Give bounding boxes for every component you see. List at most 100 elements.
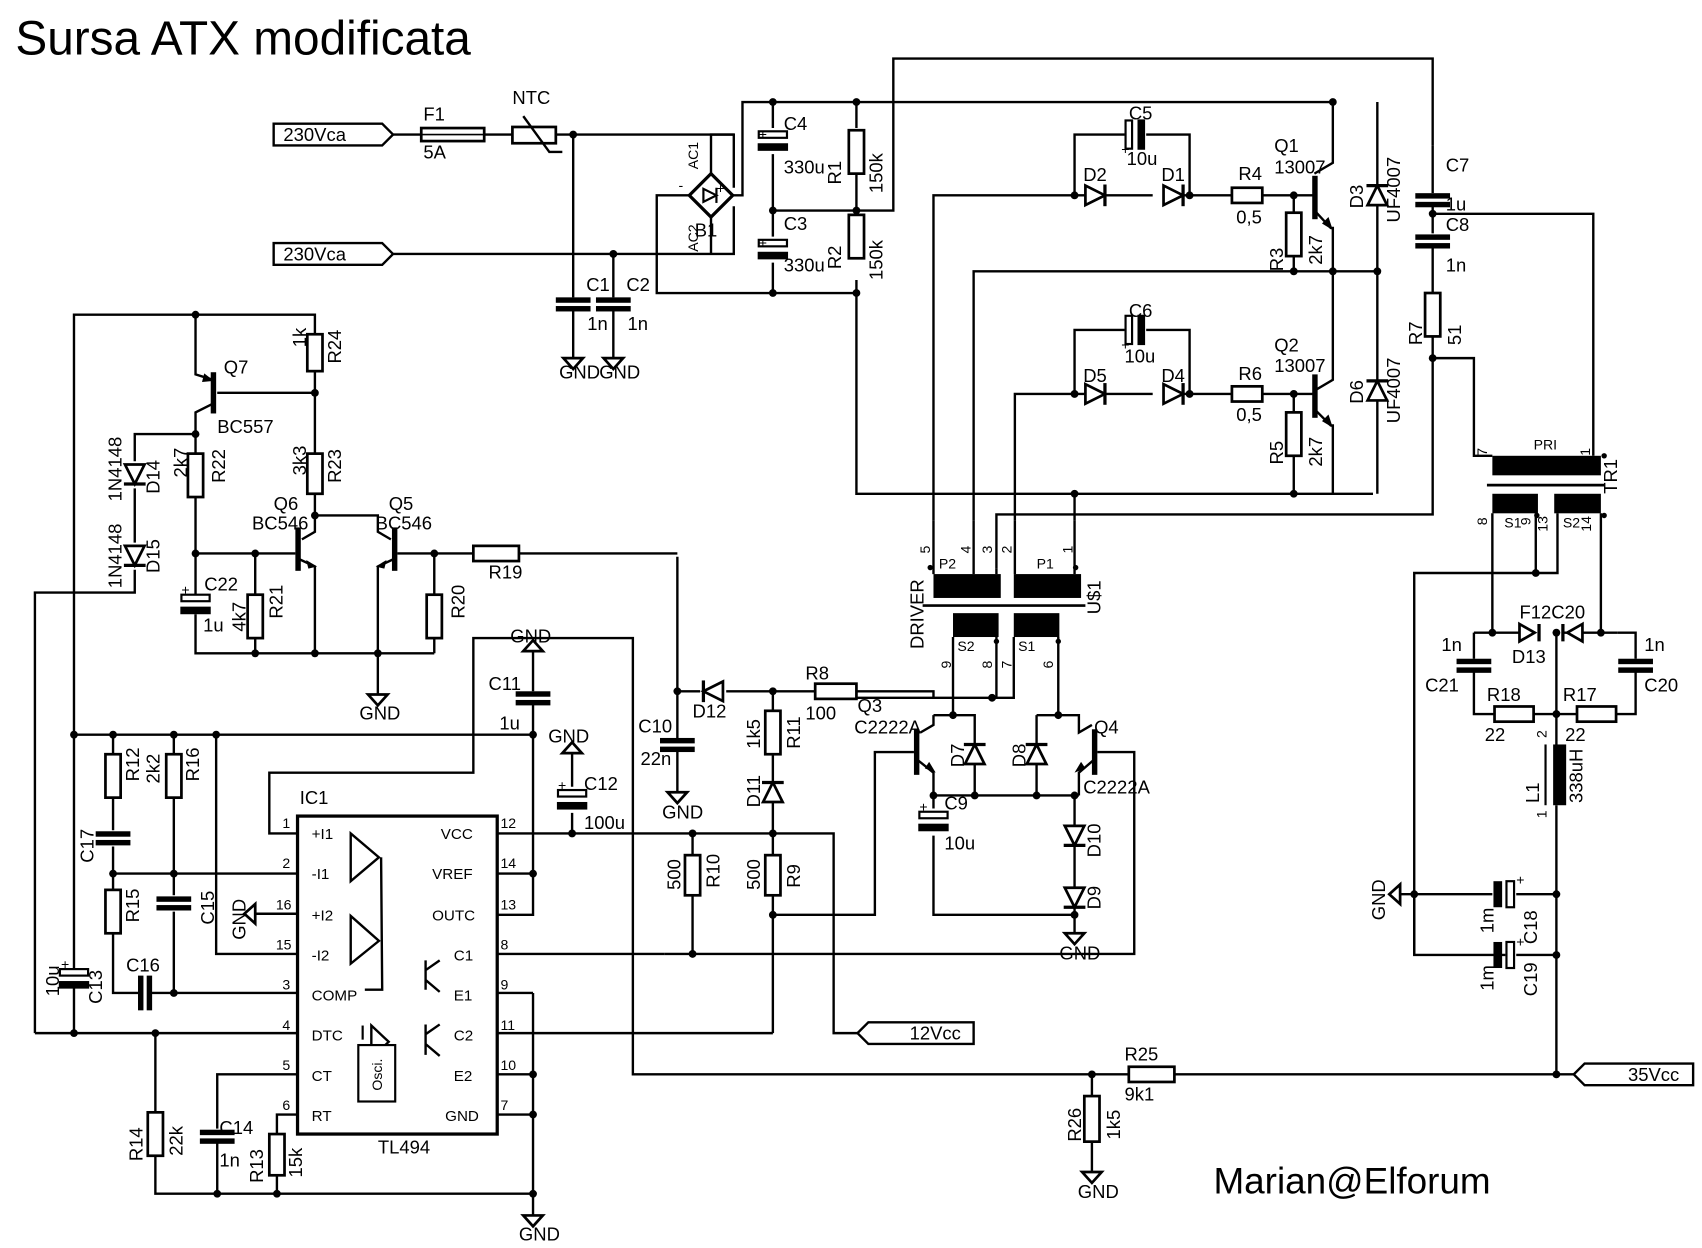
diode-d1: D1: [1161, 164, 1185, 208]
component-label: D8: [1009, 744, 1030, 768]
junction-dot: [1552, 710, 1561, 718]
schematic-mark: [305, 332, 324, 373]
schematic-mark: [156, 896, 192, 911]
schematic-mark: [1572, 1062, 1695, 1087]
component-label: D15: [143, 539, 164, 573]
component-label: NTC: [512, 87, 550, 108]
schematic-mark: [857, 637, 1060, 716]
component-label: D3: [1346, 185, 1367, 209]
junction-dot: [1289, 489, 1298, 498]
gnd-symbol: GND: [228, 899, 257, 940]
schematic-mark: [1493, 941, 1503, 969]
schematic-mark: [202, 373, 214, 382]
schematic-mark: [242, 900, 257, 927]
schematic-mark: [1321, 217, 1333, 231]
resistor-r18: R18 22: [1485, 684, 1535, 745]
component-label: E1: [454, 988, 473, 1005]
component-label: D2: [1083, 164, 1107, 185]
component-label: TR1: [1600, 459, 1621, 494]
component-label: 4: [282, 1017, 290, 1033]
capacitor-c4: + C4 330u: [756, 113, 825, 178]
junction-dot: [949, 711, 957, 720]
component-label: R23: [324, 449, 345, 483]
transistor-q6: Q6 BC546: [252, 493, 318, 654]
component-label: 1u: [1446, 194, 1467, 215]
component-label: Q7: [224, 356, 249, 377]
resistor-r11: 1k5 R11: [743, 709, 804, 756]
component-label: 5: [917, 545, 933, 553]
schematic-mark: [1431, 145, 1493, 457]
component-label: C21: [1425, 674, 1459, 695]
schematic-mark: [1413, 513, 1603, 957]
schematic-mark: [933, 574, 1001, 598]
component-label: 2k2: [143, 754, 164, 784]
schematic-mark: [497, 952, 773, 1216]
component-label: 22: [1485, 724, 1506, 745]
resistor-r2: R2 150k: [824, 213, 886, 280]
component-label: 5: [282, 1057, 290, 1073]
resistor-r23: 3k3 R23: [289, 446, 345, 496]
schematic-mark: [1091, 729, 1098, 775]
component-label: GND: [228, 899, 249, 940]
component-label: C2: [626, 274, 650, 295]
component-label: BC546: [376, 513, 432, 534]
schematic-mark: [164, 752, 183, 799]
junction-dot: [1531, 569, 1540, 577]
component-label: 14: [1578, 516, 1594, 532]
schematic-mark: [272, 122, 395, 147]
capacitor-c19: + 1m C19: [1476, 933, 1540, 996]
junction-dot: [529, 1110, 537, 1119]
component-label: -I1: [312, 866, 330, 883]
ntc-thermistor: NTC: [511, 87, 563, 154]
schematic-mark: [709, 133, 734, 254]
schematic-mark: [391, 527, 398, 571]
resistor-r6: R6 0,5: [1230, 363, 1264, 425]
component-label: +: [919, 799, 927, 815]
component-label: C8: [1446, 214, 1470, 235]
component-label: RT: [312, 1108, 332, 1125]
component-label: C1: [586, 274, 610, 295]
component-label: +: [716, 180, 724, 196]
component-label: 10u: [944, 833, 975, 854]
component-label: 1m: [1476, 908, 1497, 934]
component-label: 3: [979, 545, 995, 553]
component-label: GND: [1059, 942, 1100, 963]
component-label: Q1: [1274, 135, 1299, 156]
component-label: GND: [662, 801, 703, 822]
component-label: 338uH: [1565, 749, 1586, 803]
schematic-mark: [555, 297, 591, 312]
ac-input-1: 230Vca: [272, 122, 395, 147]
component-label: C1: [454, 947, 473, 964]
component-label: C6: [1129, 300, 1153, 321]
component-label: -: [678, 177, 683, 193]
component-label: IC1: [300, 787, 329, 808]
schematic-mark: [1073, 328, 1191, 394]
component-label: D14: [143, 460, 164, 494]
capacitor-c17: C17: [77, 829, 131, 863]
component-label: 1: [282, 815, 290, 831]
component-label: 10u: [1124, 345, 1155, 366]
junction-dot: [70, 1029, 78, 1038]
component-label: P1: [1037, 556, 1054, 572]
component-label: 4k7: [228, 602, 249, 632]
component-label: R7: [1405, 322, 1426, 346]
capacitor-c16: C16: [126, 954, 160, 1011]
junction-dot: [1070, 390, 1079, 398]
component-label: R9: [783, 864, 804, 888]
component-label: C10: [638, 716, 672, 737]
gnd-label: GND: [559, 362, 600, 383]
junction-dot: [1289, 267, 1298, 276]
component-label: D12: [693, 700, 727, 721]
schematic-mark: [1493, 705, 1535, 724]
component-label: +: [1121, 336, 1129, 352]
component-label: 2: [1534, 730, 1550, 738]
component-label: R8: [805, 662, 829, 683]
component-label: R4: [1238, 163, 1262, 184]
resistor-r8: R8 100: [805, 662, 858, 723]
component-label: 13007: [1274, 355, 1325, 376]
component-label: C15: [197, 891, 218, 925]
component-label: D4: [1161, 365, 1185, 386]
diode-d6: D6 UF4007: [1346, 358, 1404, 424]
